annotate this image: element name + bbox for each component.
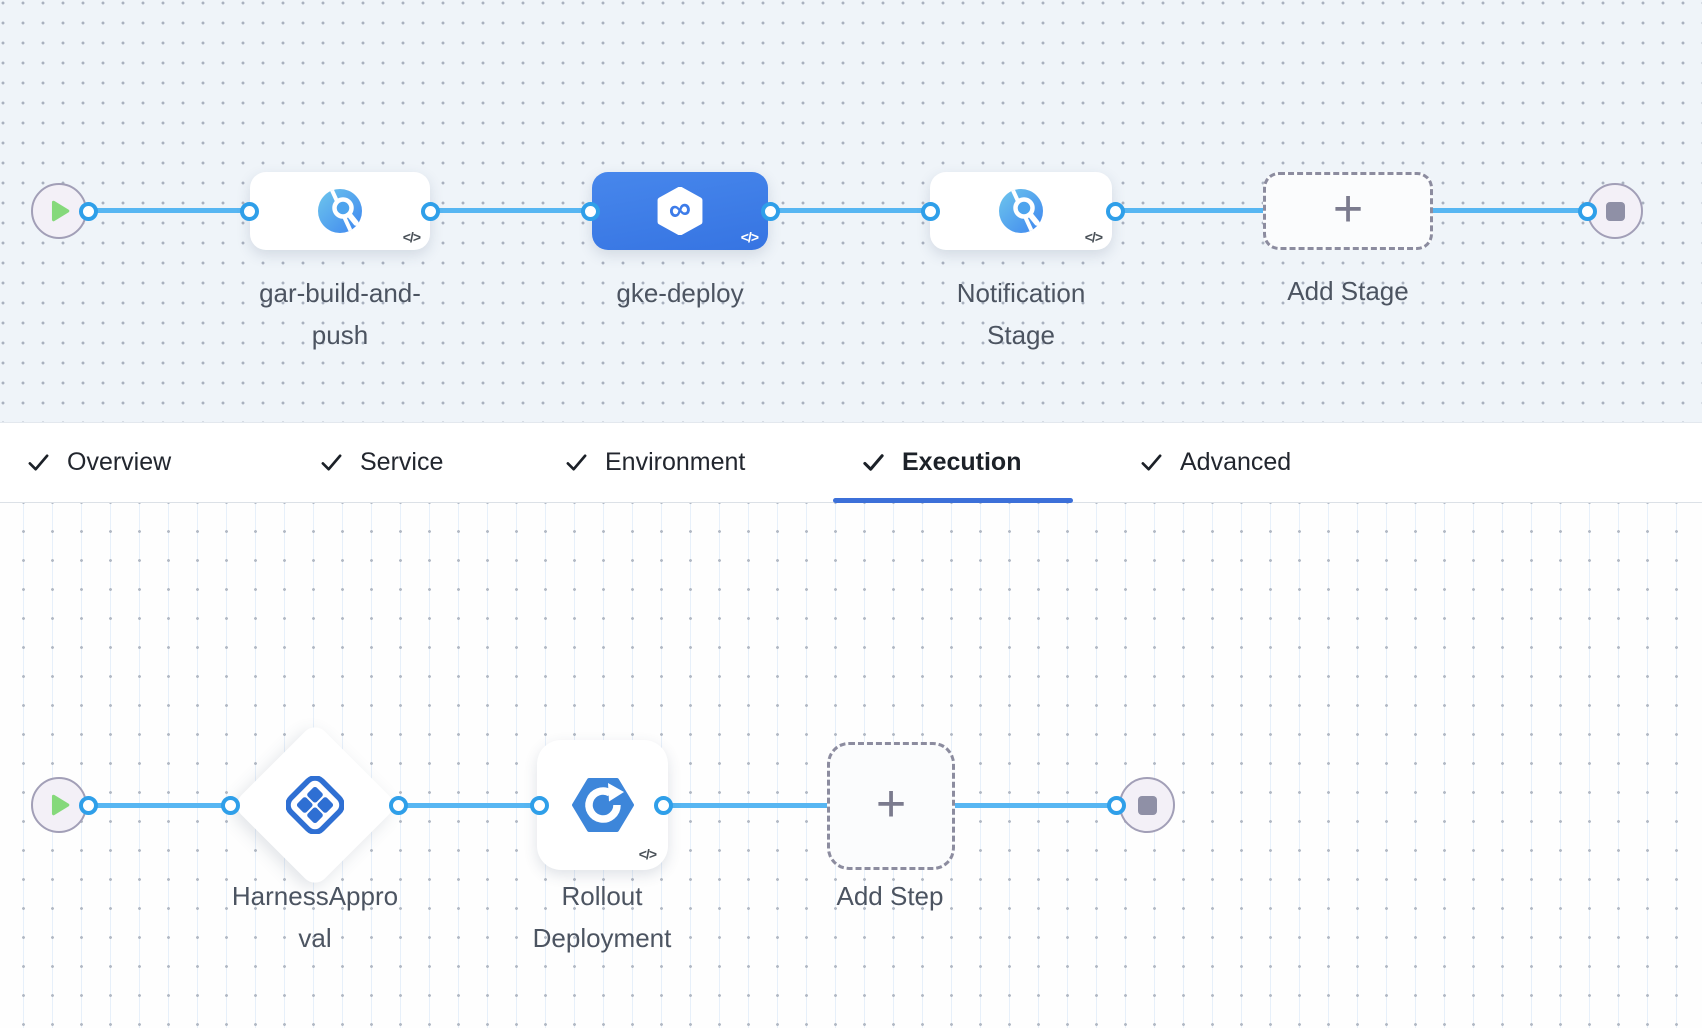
connector-dot — [221, 796, 240, 815]
tab-execution[interactable]: Execution — [862, 423, 1021, 502]
code-icon: </> — [1084, 229, 1103, 245]
plus-icon: + — [875, 775, 907, 833]
plus-icon: + — [1332, 180, 1364, 238]
deploy-stage-icon: ∞ — [657, 187, 703, 235]
approval-step-icon — [286, 776, 344, 834]
execution-step-canvas: HarnessApproval </> Rollout Deployment +… — [0, 503, 1702, 1028]
stop-icon — [1137, 795, 1157, 815]
connector-dot — [240, 202, 259, 221]
code-icon: </> — [402, 229, 421, 245]
connector-dot — [1106, 202, 1125, 221]
connector-dot — [581, 202, 600, 221]
check-icon — [28, 454, 49, 471]
tab-service[interactable]: Service — [320, 423, 443, 502]
step-label: HarnessApproval — [231, 881, 399, 953]
steps-start-node — [31, 777, 87, 833]
tab-environment[interactable]: Environment — [565, 423, 745, 502]
pipeline-start-node — [31, 183, 87, 239]
connector-dot — [79, 796, 98, 815]
add-stage-label: Add Stage — [1287, 276, 1409, 306]
rollout-deployment-icon — [571, 778, 634, 832]
tab-label: Advanced — [1180, 448, 1292, 476]
step-label: Rollout Deployment — [532, 881, 672, 953]
stage-canvas: </> gar-build-and-push ∞ </> gke-deploy … — [0, 0, 1702, 423]
custom-stage-icon — [999, 189, 1043, 233]
connector-dot — [654, 796, 673, 815]
check-icon — [863, 454, 884, 471]
connector-dot — [1578, 202, 1597, 221]
code-icon: </> — [740, 229, 759, 245]
add-stage-button[interactable]: + — [1263, 172, 1433, 250]
step-rollout-deployment[interactable]: </> — [537, 740, 668, 870]
custom-stage-icon — [318, 189, 362, 233]
connector-dot — [530, 796, 549, 815]
stage-tabbar: Overview Service Environment Execution A… — [0, 423, 1702, 503]
tab-label: Execution — [902, 448, 1022, 476]
tab-label: Environment — [605, 448, 746, 476]
stage-label: Notification Stage — [956, 278, 1086, 350]
stage-label: gke-deploy — [616, 278, 744, 308]
tab-advanced[interactable]: Advanced — [1140, 423, 1291, 502]
steps-end-node — [1119, 777, 1175, 833]
stage-connector-line — [59, 208, 1615, 213]
connector-dot — [1107, 796, 1126, 815]
connector-dot — [79, 202, 98, 221]
tab-label: Overview — [67, 448, 172, 476]
check-icon — [566, 454, 587, 471]
check-icon — [1141, 454, 1162, 471]
play-icon — [51, 200, 70, 222]
code-icon: </> — [638, 846, 657, 862]
tab-label: Service — [360, 448, 444, 476]
connector-dot — [761, 202, 780, 221]
active-tab-underline — [833, 498, 1073, 503]
stage-card-gar-build-and-push[interactable]: </> — [250, 172, 430, 250]
stage-label: gar-build-and-push — [259, 278, 421, 350]
play-icon — [51, 794, 70, 816]
connector-dot — [421, 202, 440, 221]
stop-icon — [1605, 201, 1625, 221]
add-step-label: Add Step — [836, 881, 944, 911]
stage-card-notification-stage[interactable]: </> — [930, 172, 1112, 250]
stage-card-gke-deploy[interactable]: ∞ </> — [592, 172, 768, 250]
check-icon — [321, 454, 342, 471]
connector-dot — [921, 202, 940, 221]
add-step-button[interactable]: + — [827, 742, 955, 870]
connector-dot — [389, 796, 408, 815]
tab-overview[interactable]: Overview — [27, 423, 171, 502]
